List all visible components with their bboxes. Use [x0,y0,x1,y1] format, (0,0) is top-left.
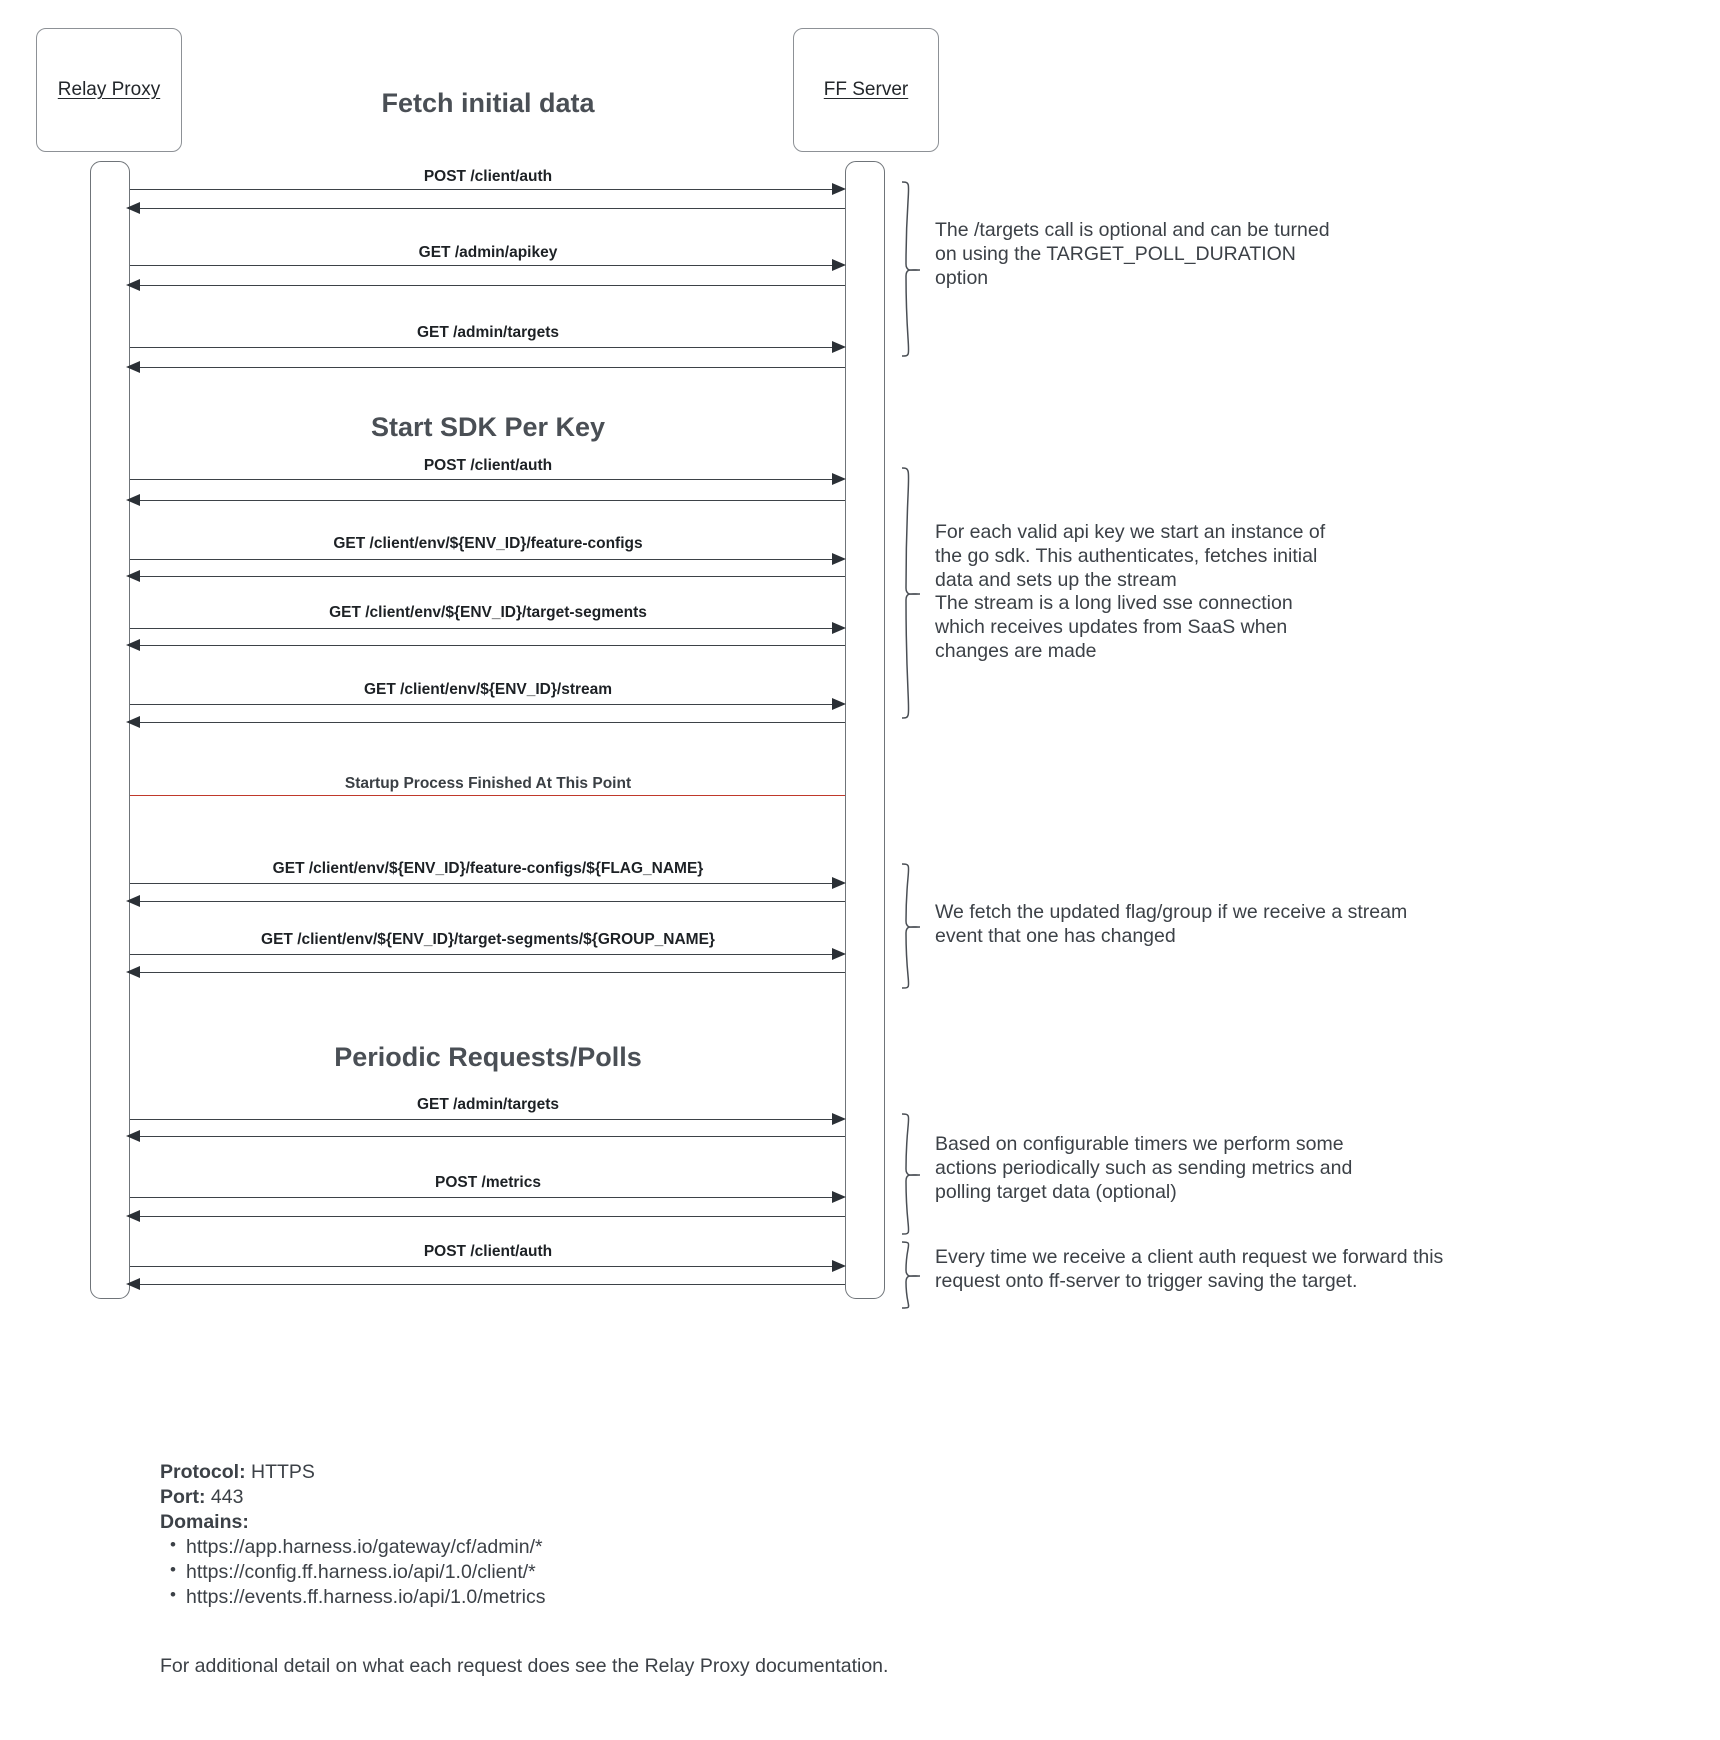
list-item: https://config.ff.harness.io/api/1.0/cli… [170,1559,760,1585]
list-item: https://events.ff.harness.io/api/1.0/met… [170,1584,760,1610]
arrow-head-icon [126,361,140,373]
message-label: GET /client/env/${ENV_ID}/stream [363,681,613,698]
arrow-head-icon [126,895,140,907]
message-arrow-request [130,347,843,348]
message-arrow-response [130,722,845,723]
message-arrow-request [130,704,843,705]
message-arrow-response [130,645,845,646]
arrow-head-icon [832,553,846,565]
arrow-head-icon [832,877,846,889]
list-item: https://app.harness.io/gateway/cf/admin/… [170,1534,760,1560]
annotation-brace [898,862,924,992]
actor-box-ff-server: FF Server [793,28,939,152]
arrow-head-icon [832,622,846,634]
arrow-head-icon [126,1278,140,1290]
message-label: GET /client/env/${ENV_ID}/target-segment… [261,931,715,948]
actor-label-ff-server: FF Server [823,79,909,100]
arrow-head-icon [832,259,846,271]
message-arrow-request [130,628,843,629]
arrow-head-icon [832,948,846,960]
message-arrow-response [130,972,845,973]
legend-domains-key: Domains: [160,1510,249,1533]
legend-protocol-key: Protocol: [160,1461,246,1483]
message-arrow-response [130,576,845,577]
arrow-head-icon [832,1260,846,1272]
message-arrow-request [130,265,843,266]
legend-domains-row: Domains: [160,1510,760,1535]
lifeline-ff-server [845,161,885,1299]
message-arrow-response [130,1284,845,1285]
arrow-head-icon [126,279,140,291]
annotation-brace [898,1112,924,1238]
legend-protocol-row: Protocol: HTTPS [160,1460,760,1485]
annotation-text: We fetch the updated flag/group if we re… [935,901,1408,947]
message-label: POST /client/auth [423,457,553,474]
legend-domain-list: https://app.harness.io/gateway/cf/admin/… [160,1534,760,1610]
message-label: GET /client/env/${ENV_ID}/target-segment… [329,604,647,621]
arrow-head-icon [832,1191,846,1203]
arrow-head-icon [832,1113,846,1125]
message-arrow-response [130,208,845,209]
actor-box-relay-proxy: Relay Proxy [36,28,182,152]
message-arrow-response [130,500,845,501]
message-arrow-response [130,901,845,902]
startup-finished-divider [130,795,845,796]
message-label: POST /client/auth [423,1243,553,1260]
annotation-brace [898,466,924,722]
arrow-head-icon [126,1210,140,1222]
arrow-head-icon [126,1130,140,1142]
annotation-text: The /targets call is optional and can be… [935,219,1330,289]
message-arrow-request [130,1197,843,1198]
lifeline-relay-proxy [90,161,130,1299]
message-arrow-response [130,285,845,286]
arrow-head-icon [126,966,140,978]
legend-block: Protocol: HTTPS Port: 443 Domains: https… [160,1460,760,1610]
arrow-head-icon [832,341,846,353]
arrow-head-icon [832,183,846,195]
arrow-head-icon [832,698,846,710]
message-arrow-request [130,1119,843,1120]
message-arrow-request [130,559,843,560]
message-arrow-response [130,1136,845,1137]
message-arrow-request [130,883,843,884]
legend-port-value: 443 [210,1485,244,1508]
legend-port-key: Port: [160,1485,206,1508]
annotation-text: For each valid api key we start an insta… [935,521,1326,662]
message-arrow-response [130,367,845,368]
message-label: GET /admin/targets [416,324,560,341]
section-title-start-sdk-per-key: Start SDK Per Key [370,412,606,442]
legend-protocol-value: HTTPS [251,1461,315,1483]
actor-label-relay-proxy: Relay Proxy [57,79,161,100]
section-title-periodic-requests: Periodic Requests/Polls [334,1042,642,1072]
annotation-text: Every time we receive a client auth requ… [935,1246,1444,1292]
section-title-fetch-initial-data: Fetch initial data [381,88,595,118]
message-arrow-response [130,1216,845,1217]
arrow-head-icon [832,473,846,485]
message-label: GET /client/env/${ENV_ID}/feature-config… [333,535,643,552]
message-label: GET /admin/apikey [418,244,558,261]
arrow-head-icon [126,716,140,728]
annotation-text: Based on configurable timers we perform … [935,1133,1353,1203]
divider-label: Startup Process Finished At This Point [344,775,632,792]
message-arrow-request [130,479,843,480]
message-arrow-request [130,954,843,955]
arrow-head-icon [126,494,140,506]
arrow-head-icon [126,570,140,582]
legend-port-row: Port: 443 [160,1485,760,1510]
message-label: POST /metrics [435,1174,541,1191]
footer-note: For additional detail on what each reque… [160,1655,889,1677]
arrow-head-icon [126,639,140,651]
annotation-brace [898,180,924,360]
annotation-brace [898,1240,924,1312]
arrow-head-icon [126,202,140,214]
message-label: POST /client/auth [423,168,553,185]
message-label: GET /client/env/${ENV_ID}/feature-config… [272,860,704,877]
message-arrow-request [130,189,843,190]
message-label: GET /admin/targets [416,1096,560,1113]
message-arrow-request [130,1266,843,1267]
